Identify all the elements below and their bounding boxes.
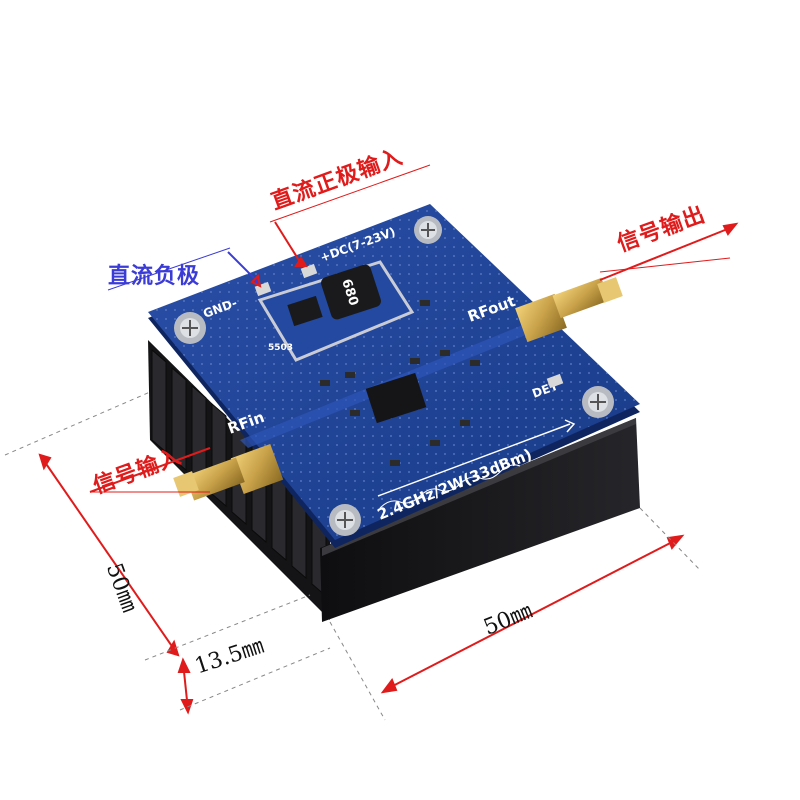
annotation-arrows	[38, 164, 739, 715]
dc-regulator: 680 5503	[257, 260, 415, 362]
callout-dc-negative: 直流负极	[108, 264, 201, 289]
svg-text:5503: 5503	[268, 343, 293, 353]
amplifier-chip	[365, 372, 427, 424]
sma-connector-out	[515, 277, 623, 343]
mounting-screws	[174, 216, 614, 536]
sma-connector-in	[173, 443, 284, 501]
pcb-board: 680 5503 GND- +DC(7-23V) RFout RFin DET …	[148, 204, 640, 548]
